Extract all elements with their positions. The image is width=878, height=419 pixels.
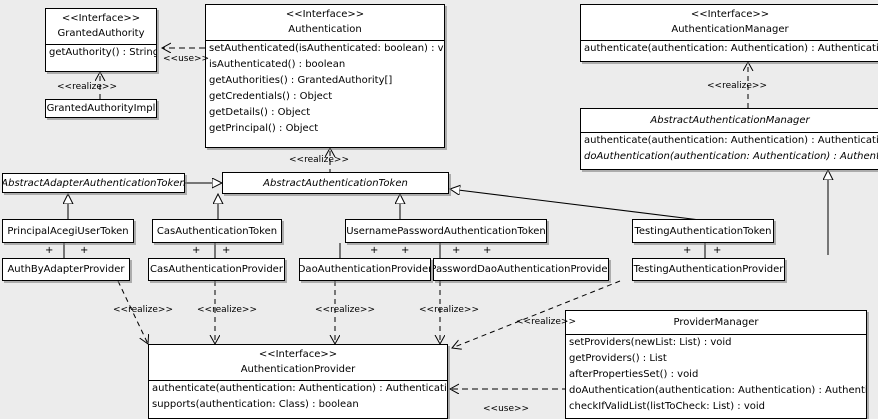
stereotype-label: <<Interface>> [285, 9, 365, 20]
class-header: ProviderManager [566, 311, 866, 334]
class-name: CasAuthenticationToken [156, 225, 278, 237]
class-header: <<Interface>> AuthenticationProvider [149, 345, 447, 380]
class-abstract-adapter-authentication-token[interactable]: AbstractAdapterAuthenticationToken [2, 173, 185, 193]
class-username-password-authentication-token[interactable]: UsernamePasswordAuthenticationToken [345, 219, 547, 243]
class-name: AbstractAuthenticationToken [263, 177, 408, 189]
operation-row: isAuthenticated() : boolean [209, 59, 346, 70]
class-password-dao-authentication-provider[interactable]: PasswordDaoAuthenticationProvider [433, 258, 609, 281]
operation-row: supports(authentication: Class) : boolea… [152, 399, 359, 410]
class-header: <<Interface>> GrantedAuthority [46, 9, 156, 44]
association-marker: + [192, 245, 201, 256]
association-marker: + [401, 245, 410, 256]
operations-compartment: authenticate(authentication: Authenticat… [581, 132, 878, 165]
class-testing-authentication-token[interactable]: TestingAuthenticationToken [632, 219, 774, 243]
association-marker: + [80, 245, 89, 256]
class-name: ProviderManager [673, 317, 759, 328]
association-marker: + [683, 245, 692, 256]
class-name: AuthByAdapterProvider [7, 264, 125, 275]
operations-compartment: getAuthority() : String [46, 44, 156, 61]
operation-row: authenticate(authentication: Authenticat… [584, 135, 878, 146]
relationship-label-realize-provider-manager: <<realize>> [516, 317, 576, 327]
association-marker: + [713, 245, 722, 256]
class-authentication-manager[interactable]: <<Interface>> AuthenticationManager auth… [580, 4, 878, 62]
class-name: GrantedAuthority [57, 28, 145, 39]
class-granted-authority-impl[interactable]: GrantedAuthorityImpl [45, 99, 157, 118]
operation-row: getPrincipal() : Object [209, 123, 319, 134]
operation-row: setAuthenticated(isAuthenticated: boolea… [209, 43, 444, 54]
stereotype-label: <<Interface>> [61, 13, 141, 24]
operation-row: getAuthorities() : GrantedAuthority[] [209, 75, 393, 86]
class-name: AbstractAdapterAuthenticationToken [2, 177, 185, 189]
class-name: TestingAuthenticationProvider [633, 264, 784, 275]
class-dao-authentication-provider[interactable]: DaoAuthenticationProvider [299, 258, 431, 281]
relationship-label-realize-abstract-authentication-manager: <<realize>> [707, 81, 767, 91]
operation-row: getDetails() : Object [209, 107, 311, 118]
class-cas-authentication-provider[interactable]: CasAuthenticationProvider [148, 258, 285, 281]
class-authentication[interactable]: <<Interface>> Authentication setAuthenti… [205, 4, 445, 148]
class-name: AbstractAuthenticationManager [650, 115, 810, 126]
relationship-label-realize-granted-authority-impl: <<realize>> [57, 82, 117, 92]
relationship-label-realize-auth-by-adapter: <<realize>> [113, 305, 173, 315]
operation-row: getProviders() : List [569, 353, 667, 364]
class-name: AuthenticationManager [671, 24, 789, 35]
operations-compartment: authenticate(authentication: Authenticat… [581, 40, 878, 57]
operation-row: setProviders(newList: List) : void [569, 337, 732, 348]
association-marker: + [370, 245, 379, 256]
class-name: Authentication [288, 24, 362, 35]
class-auth-by-adapter-provider[interactable]: AuthByAdapterProvider [2, 258, 130, 281]
operations-compartment: setAuthenticated(isAuthenticated: boolea… [206, 40, 444, 137]
operation-row: authenticate(authentication: Authenticat… [152, 383, 447, 394]
relationship-label-realize-cas-provider: <<realize>> [197, 305, 257, 315]
relationship-label-use-provider-manager: <<use>> [483, 404, 530, 414]
class-abstract-authentication-manager[interactable]: AbstractAuthenticationManager authentica… [580, 108, 878, 170]
class-name: CasAuthenticationProvider [150, 264, 283, 275]
class-name: TestingAuthenticationToken [634, 225, 772, 237]
association-marker: + [222, 245, 231, 256]
stereotype-label: <<Interface>> [690, 9, 770, 20]
class-name: PasswordDaoAuthenticationProvider [433, 264, 609, 275]
stereotype-label: <<Interface>> [258, 349, 338, 360]
relationship-label-use-granted-authority: <<use>> [163, 54, 210, 64]
operation-row: getAuthority() : String [49, 47, 156, 58]
operation-row: doAuthentication(authentication: Authent… [584, 151, 878, 162]
class-name: GrantedAuthorityImpl [46, 103, 156, 114]
class-name: AuthenticationProvider [240, 364, 356, 375]
relationship-label-realize-dao-provider: <<realize>> [315, 305, 375, 315]
class-name: PrincipalAcegiUserToken [7, 225, 129, 237]
association-marker: + [483, 245, 492, 256]
class-cas-authentication-token[interactable]: CasAuthenticationToken [152, 219, 282, 243]
class-provider-manager[interactable]: ProviderManager setProviders(newList: Li… [565, 310, 867, 419]
association-marker: + [45, 245, 54, 256]
operations-compartment: authenticate(authentication: Authenticat… [149, 380, 447, 413]
class-name: UsernamePasswordAuthenticationToken [346, 225, 546, 237]
class-header: <<Interface>> AuthenticationManager [581, 5, 878, 40]
relationship-label-realize-password-dao-provider: <<realize>> [419, 305, 479, 315]
class-header: <<Interface>> Authentication [206, 5, 444, 40]
operation-row: doAuthentication(authentication: Authent… [569, 385, 866, 396]
class-name: DaoAuthenticationProvider [299, 264, 431, 275]
relationship-label-realize-abstract-authentication-token: <<realize>> [289, 155, 349, 165]
association-marker: + [452, 245, 461, 256]
class-authentication-provider[interactable]: <<Interface>> AuthenticationProvider aut… [148, 344, 448, 419]
class-abstract-authentication-token[interactable]: AbstractAuthenticationToken [222, 172, 449, 194]
class-granted-authority[interactable]: <<Interface>> GrantedAuthority getAuthor… [45, 8, 157, 72]
class-principal-acegi-user-token[interactable]: PrincipalAcegiUserToken [2, 219, 134, 243]
class-testing-authentication-provider[interactable]: TestingAuthenticationProvider [632, 258, 785, 281]
operation-row: getCredentials() : Object [209, 91, 333, 102]
class-header: AbstractAuthenticationManager [581, 109, 878, 132]
operations-compartment: setProviders(newList: List) : void getPr… [566, 334, 866, 415]
operation-row: afterPropertiesSet() : void [569, 369, 699, 380]
operation-row: authenticate(authentication: Authenticat… [584, 43, 878, 54]
operation-row: checkIfValidList(listToCheck: List) : vo… [569, 401, 766, 412]
